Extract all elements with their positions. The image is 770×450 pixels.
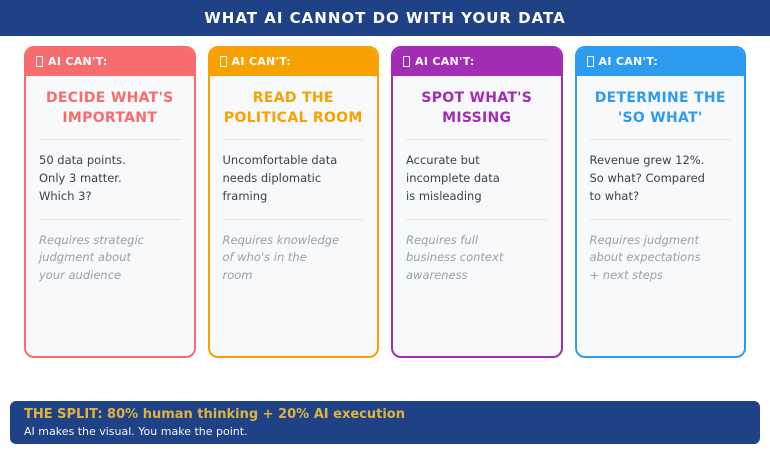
ai-cant-icon [586,56,594,67]
card-body-text: 50 data points. Only 3 matter. Which 3? [39,153,126,203]
divider [222,139,364,141]
ai-cant-icon [36,56,43,67]
card-tag-label: AI CAN'T: [415,55,475,68]
divider [39,218,181,220]
divider [589,139,731,141]
card-tag-banner: AI CAN'T: [26,48,194,76]
ai-cant-icon [403,56,410,67]
card-tag-banner: AI CAN'T: [393,48,561,76]
card-heading: DECIDE WHAT'S IMPORTANT [46,90,174,126]
divider [406,139,548,141]
card-tag-label: AI CAN'T: [231,55,292,68]
split-headline: THE SPLIT: 80% human thinking + 20% AI e… [24,407,405,422]
card-tag-label: AI CAN'T: [598,55,659,68]
card-heading: READ THE POLITICAL ROOM [223,90,363,126]
card-heading: SPOT WHAT'S MISSING [421,90,533,126]
card-tag-banner: AI CAN'T: [209,48,377,76]
card-tag-label: AI CAN'T: [48,55,108,68]
cards-row: AI CAN'T: DECIDE WHAT'S IMPORTANT 50 dat… [0,46,770,358]
divider [406,218,548,220]
divider [589,218,731,220]
card-note-text: Requires knowledge of who's in the room [222,232,340,283]
card-decide-whats-important: AI CAN'T: DECIDE WHAT'S IMPORTANT 50 dat… [24,46,196,358]
card-read-the-political-room: AI CAN'T: READ THE POLITICAL ROOM Uncomf… [207,46,379,358]
divider [39,139,181,141]
card-note-text: Requires judgment about expectations + n… [589,232,701,283]
card-tag-banner: AI CAN'T: [576,48,744,76]
divider [222,218,364,220]
page-title: WHAT AI CANNOT DO WITH YOUR DATA [204,9,566,27]
split-summary-bar: THE SPLIT: 80% human thinking + 20% AI e… [10,401,760,444]
card-determine-the-so-what: AI CAN'T: DETERMINE THE 'SO WHAT' Revenu… [574,46,746,358]
card-note-text: Requires full business context awareness [406,232,504,283]
card-note-text: Requires strategic judgment about your a… [39,232,144,283]
card-body-text: Uncomfortable data needs diplomatic fram… [222,153,338,203]
split-subline: AI makes the visual. You make the point. [24,425,248,438]
card-body-text: Accurate but incomplete data is misleadi… [406,153,500,203]
card-heading: DETERMINE THE 'SO WHAT' [594,90,726,126]
ai-cant-icon [219,56,227,67]
card-spot-whats-missing: AI CAN'T: SPOT WHAT'S MISSING Accurate b… [391,46,563,358]
card-body-text: Revenue grew 12%. So what? Compared to w… [589,153,705,203]
title-bar: WHAT AI CANNOT DO WITH YOUR DATA [0,0,770,36]
